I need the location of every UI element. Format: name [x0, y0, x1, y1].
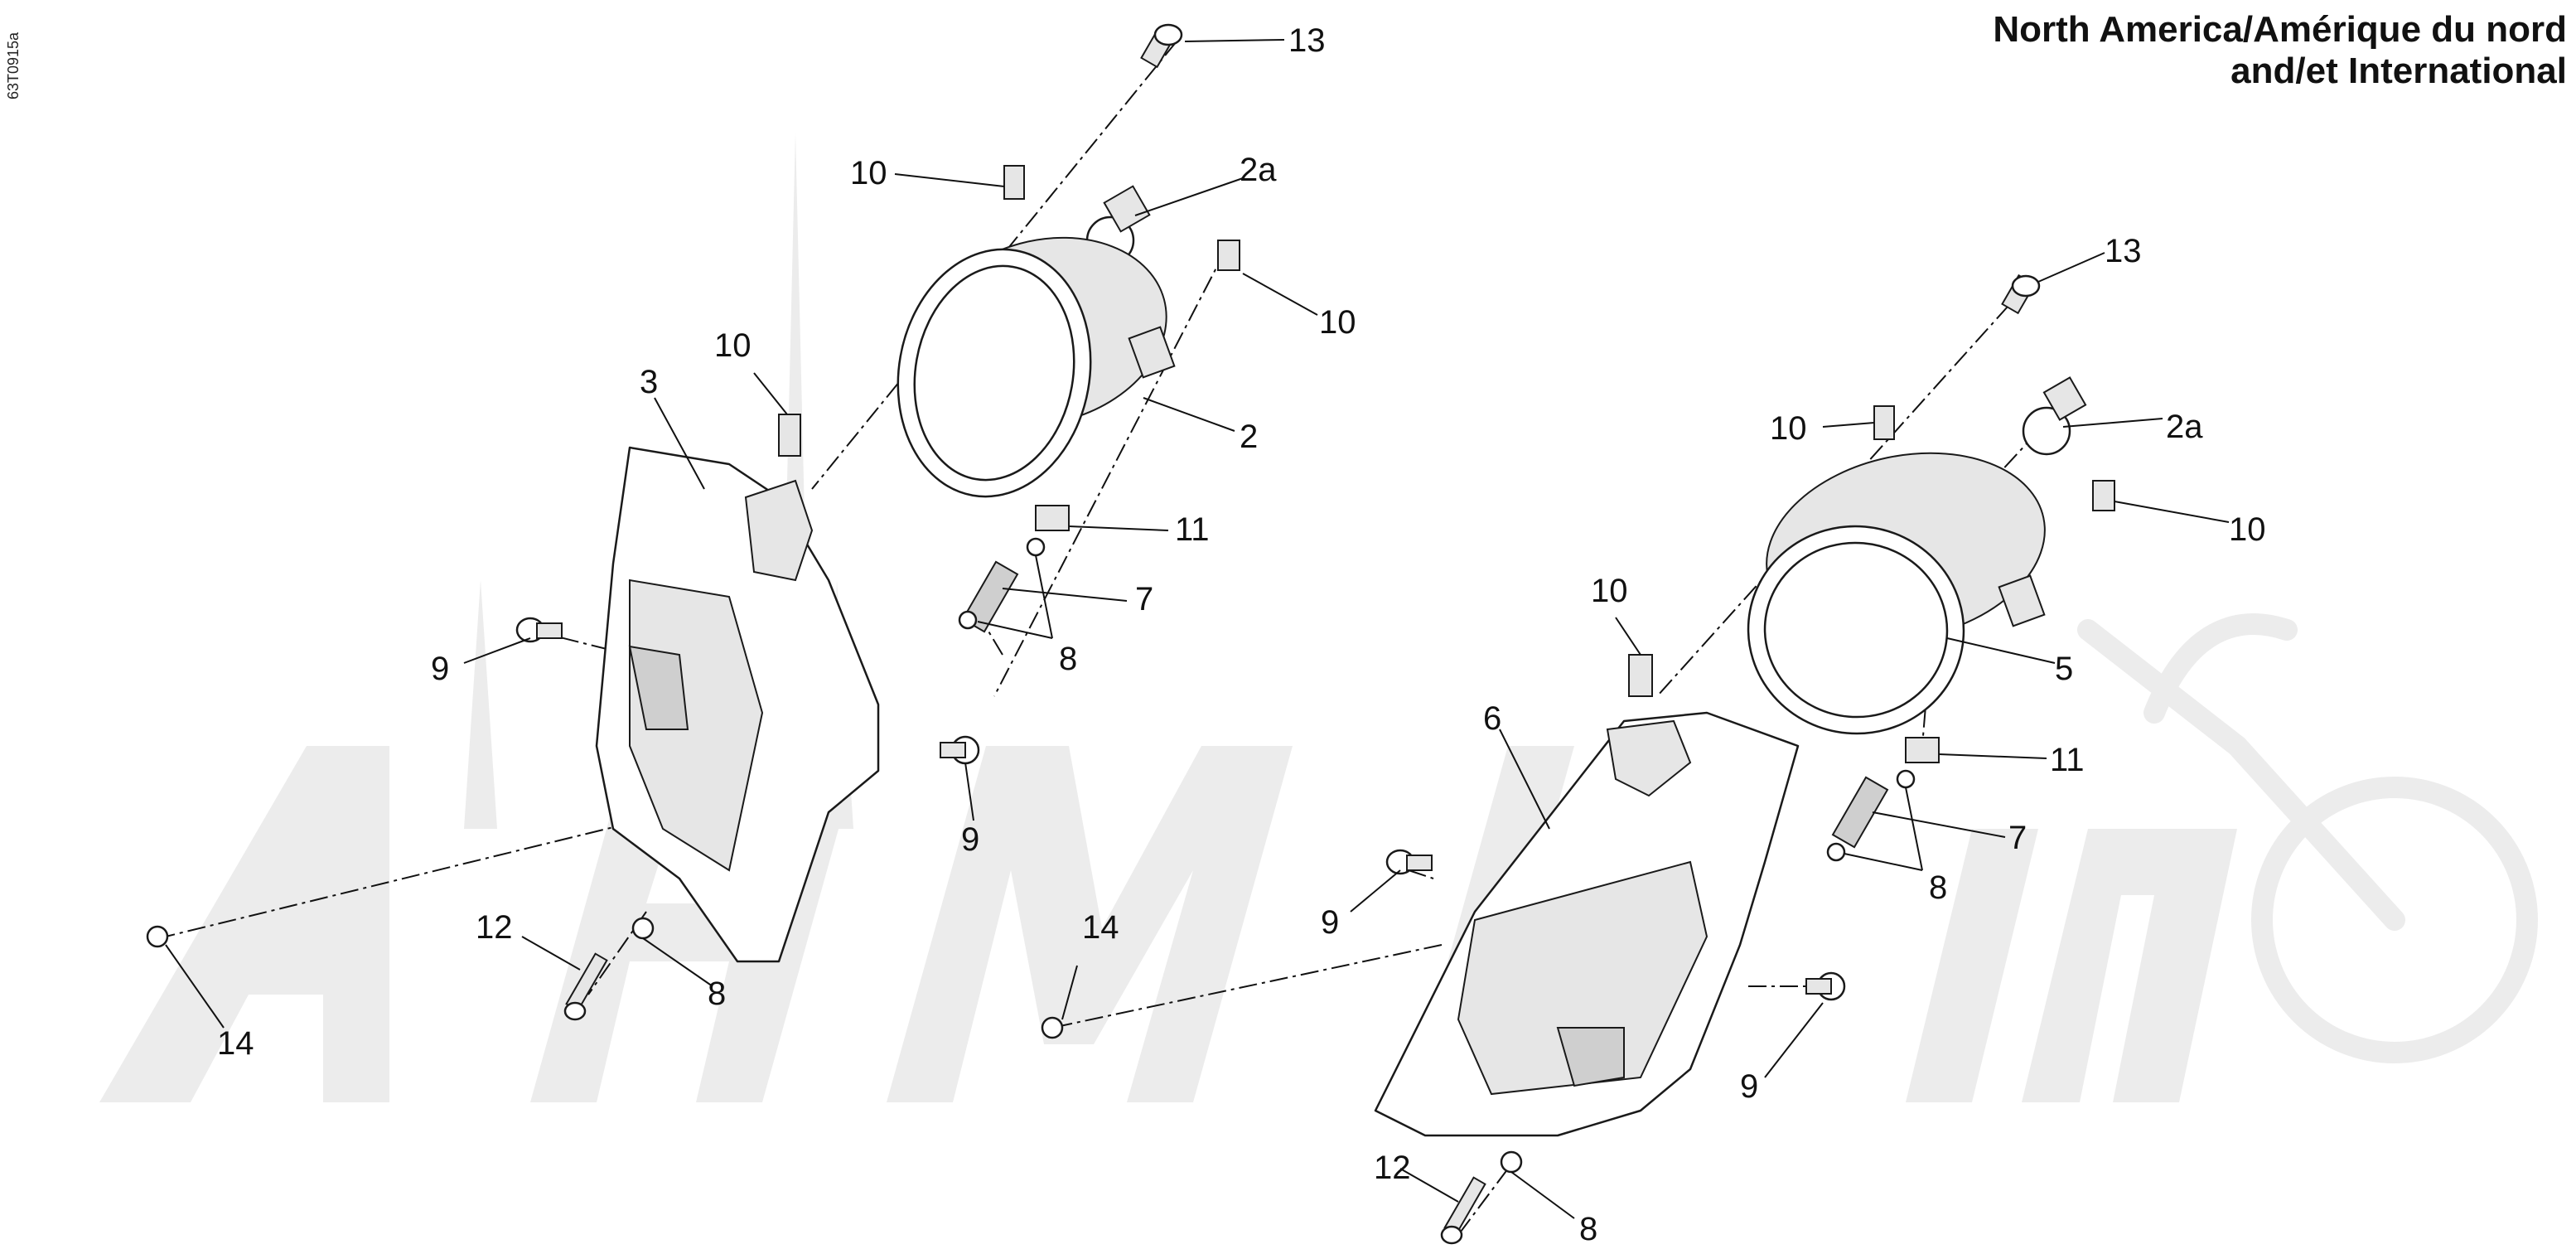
callout-8: 8 [1929, 869, 1947, 906]
diagram-title-line-1: North America/Amérique du nord [1993, 9, 2567, 50]
callout-9: 9 [1740, 1068, 1758, 1105]
left-clip-10-top [1003, 165, 1025, 200]
callout-2a: 2a [2166, 409, 2203, 445]
callout-10: 10 [2229, 511, 2266, 548]
callout-14: 14 [1082, 909, 1119, 946]
callout-11: 11 [2050, 742, 2085, 778]
callout-10: 10 [1319, 304, 1356, 341]
right-pin-9-right [1805, 971, 1846, 1001]
right-clip-10-top [1873, 405, 1895, 440]
left-headlamp-assembly: 13 10 2a 10 10 3 2 11 7 8 9 9 12 8 14 [146, 22, 1356, 1062]
right-pin-9-left [1385, 849, 1433, 875]
callout-13: 13 [2105, 233, 2142, 269]
right-clip-11 [1905, 737, 1940, 763]
diagram-title-line-2: and/et International [2230, 51, 2567, 91]
left-washer-8-bottom [631, 917, 655, 940]
left-screw-13 [1140, 23, 1183, 69]
callout-8: 8 [1579, 1211, 1597, 1247]
callout-7: 7 [2008, 820, 2027, 856]
right-clip-10-mid [1628, 654, 1653, 697]
right-washer-8-bottom [1500, 1150, 1523, 1174]
left-washer-8-b [958, 610, 978, 630]
left-pin-9-right [940, 735, 980, 765]
callout-10: 10 [850, 155, 887, 191]
callout-8: 8 [1059, 641, 1077, 677]
left-screw-12 [563, 952, 608, 1021]
left-clip-11 [1035, 505, 1070, 531]
callout-12: 12 [1374, 1150, 1411, 1186]
callout-2: 2 [1240, 419, 1258, 455]
callout-5: 5 [2055, 651, 2073, 687]
callout-9: 9 [1321, 904, 1339, 941]
callout-8: 8 [708, 976, 726, 1012]
watermark-logo [99, 133, 2538, 1102]
left-washer-8-a [1026, 537, 1046, 557]
right-washer-8-a [1896, 769, 1916, 789]
right-washer-8-b [1826, 842, 1846, 862]
callout-10: 10 [1770, 410, 1807, 447]
right-headlamp-housing-6 [1374, 711, 1800, 1137]
right-spring-7 [1831, 776, 1889, 849]
callout-11: 11 [1175, 511, 1210, 548]
callout-2a: 2a [1240, 152, 1277, 188]
callout-7: 7 [1135, 581, 1153, 617]
left-clip-10-right [1217, 240, 1240, 271]
right-clip-10-right [2092, 480, 2115, 511]
right-bulb-2a [2022, 376, 2087, 456]
callout-10: 10 [714, 327, 752, 364]
callout-13: 13 [1288, 22, 1326, 59]
callout-6: 6 [1483, 700, 1501, 737]
left-headlamp-housing-3 [595, 446, 880, 963]
left-rivet-14 [146, 925, 169, 948]
callout-10: 10 [1591, 573, 1628, 609]
right-rivet-14 [1041, 1016, 1064, 1039]
callout-9: 9 [961, 821, 979, 858]
callout-3: 3 [640, 364, 658, 400]
drawing-code: 63T0915a [5, 31, 22, 99]
callout-12: 12 [476, 909, 513, 946]
right-headlamp-assembly: 13 10 2a 10 10 6 5 11 7 8 9 9 14 12 8 [1041, 233, 2266, 1247]
left-clip-10-mid [778, 414, 801, 457]
right-headlamp-5 [1747, 452, 2046, 735]
callout-14: 14 [217, 1025, 254, 1062]
right-screw-13 [2001, 274, 2041, 315]
right-screw-12 [1440, 1176, 1486, 1245]
left-headlamp-2 [897, 236, 1176, 498]
left-pin-9-left [515, 617, 563, 643]
callout-9: 9 [431, 651, 449, 687]
